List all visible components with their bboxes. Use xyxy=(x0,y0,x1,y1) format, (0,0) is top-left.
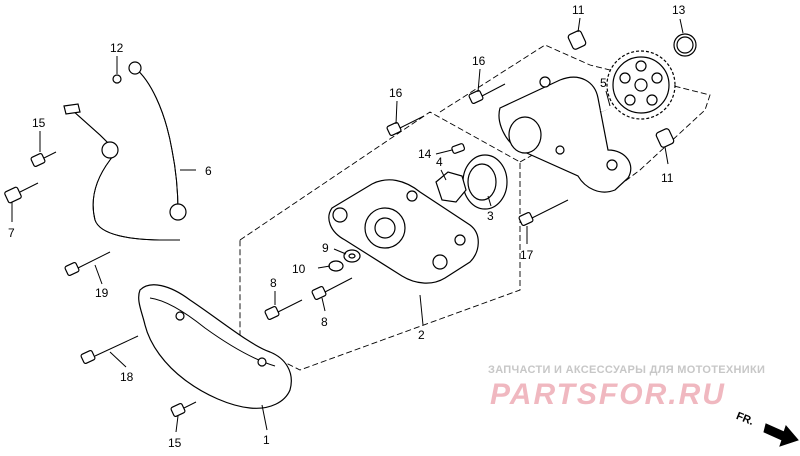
bolt-8a-part xyxy=(264,299,303,321)
sprocket-part xyxy=(606,50,676,120)
bolt-17-part xyxy=(518,199,569,227)
callout-16-right: 16 xyxy=(472,54,486,68)
callout-9: 9 xyxy=(322,241,329,255)
callout-14: 14 xyxy=(418,147,432,161)
leader-lines xyxy=(11,17,684,433)
bolt-16a-part xyxy=(386,115,425,137)
collar-upper-part xyxy=(567,30,587,50)
washer-9-part xyxy=(343,249,361,263)
cover-plate-part xyxy=(138,284,292,409)
collar-lower-part xyxy=(655,128,675,148)
callout-16-left: 16 xyxy=(389,86,403,100)
bolt-7-part xyxy=(4,182,39,204)
pump-body-part xyxy=(328,179,479,284)
callout-10: 10 xyxy=(292,262,306,276)
front-arrow-icon xyxy=(763,423,799,447)
callout-8-upper: 8 xyxy=(270,276,277,290)
callout-2: 2 xyxy=(418,328,425,342)
bolt-8b-part xyxy=(311,277,353,301)
inner-rotor-part xyxy=(435,171,467,203)
callout-6: 6 xyxy=(205,164,212,178)
bolt-19-part xyxy=(64,251,111,277)
callout-3: 3 xyxy=(487,209,494,223)
bolt-18-part xyxy=(80,335,139,365)
bolt-15b-part xyxy=(170,401,197,418)
front-label: FR. xyxy=(734,410,755,428)
callout-5: 5 xyxy=(600,76,607,90)
watermark-tagline: ЗАПЧАСТИ И АКСЕССУАРЫ ДЛЯ МОТОТЕХНИКИ xyxy=(488,364,765,376)
upper-housing-part xyxy=(498,76,632,193)
oil-pipe-part xyxy=(63,61,187,241)
watermark-logo: PARTSFOR.RU xyxy=(490,378,726,411)
o-ring-part xyxy=(673,33,697,57)
clip-10-part xyxy=(328,260,344,272)
callout-11-upper: 11 xyxy=(572,3,585,17)
callout-15-lower: 15 xyxy=(168,436,182,450)
callout-17: 17 xyxy=(520,248,534,262)
callout-8-lower: 8 xyxy=(321,315,328,329)
callout-15-upper: 15 xyxy=(32,116,46,130)
washer-part xyxy=(112,74,122,84)
callout-18: 18 xyxy=(120,370,134,384)
outer-rotor-part xyxy=(462,154,508,210)
front-direction-indicator: FR. xyxy=(734,410,799,447)
callout-7: 7 xyxy=(8,226,15,240)
callout-13: 13 xyxy=(672,3,686,17)
callout-19: 19 xyxy=(95,286,109,300)
bolt-15a-part xyxy=(30,151,57,168)
dowel-pin-part xyxy=(451,143,466,154)
callout-12: 12 xyxy=(110,41,124,55)
callout-1: 1 xyxy=(263,433,270,447)
callout-11-lower: 11 xyxy=(661,171,674,185)
bolt-16b-part xyxy=(468,83,506,105)
callout-4: 4 xyxy=(436,155,443,169)
